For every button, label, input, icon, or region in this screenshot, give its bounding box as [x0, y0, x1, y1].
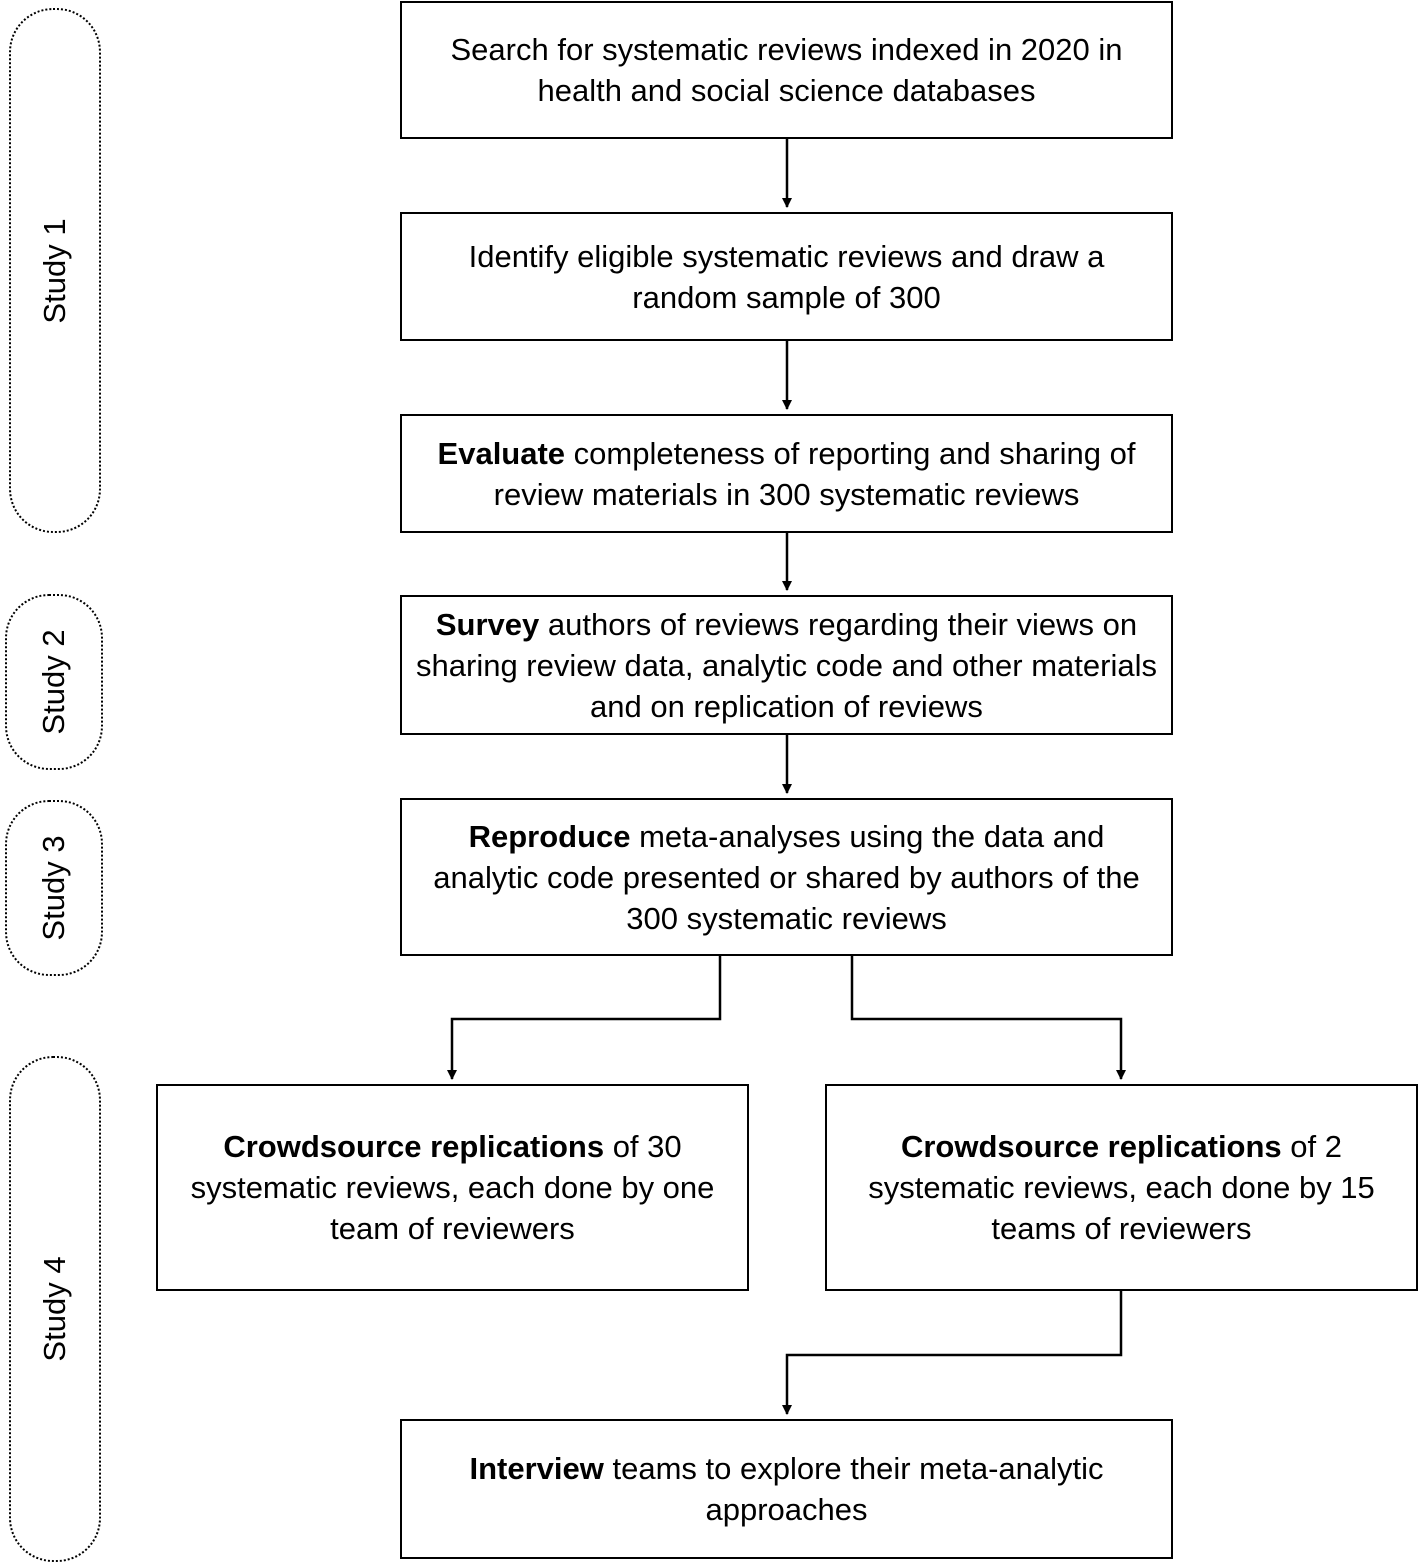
step-reproduce-bold: Reproduce: [468, 818, 631, 854]
step-survey-box: Survey authors of reviews regarding thei…: [400, 595, 1173, 735]
arrow-reproduce-to-crowd-30: [447, 955, 722, 1080]
step-search-text: Search for systematic reviews indexed in…: [450, 32, 1123, 108]
step-identify-box: Identify eligible systematic reviews and…: [400, 212, 1173, 341]
step-crowdsource-30-bold: Crowdsource replications: [223, 1129, 605, 1164]
study-4-bracket: Study 4: [9, 1056, 101, 1562]
step-search-box: Search for systematic reviews indexed in…: [400, 1, 1173, 139]
study-4-label: Study 4: [37, 1256, 72, 1362]
step-reproduce-text: meta-analyses using the data and analyti…: [433, 818, 1140, 936]
step-interview-text: teams to explore their meta-analytic app…: [603, 1451, 1104, 1527]
study-3-label: Study 3: [36, 835, 71, 941]
study-2-bracket: Study 2: [5, 594, 103, 770]
step-identify-text: Identify eligible systematic reviews and…: [468, 238, 1105, 315]
step-evaluate-box: Evaluate completeness of reporting and s…: [400, 414, 1173, 533]
step-crowdsource-2-bold: Crowdsource replications: [900, 1129, 1282, 1164]
step-evaluate-text: completeness of reporting and sharing of…: [493, 435, 1136, 512]
step-survey-text: authors of reviews regarding their views…: [416, 606, 1157, 724]
step-survey-bold: Survey: [435, 606, 540, 642]
step-crowdsource-30-text: of 30 systematic reviews, each done by o…: [190, 1129, 715, 1246]
step-reproduce-box: Reproduce meta-analyses using the data a…: [400, 798, 1173, 956]
study-3-bracket: Study 3: [5, 800, 103, 976]
step-crowdsource-2-box: Crowdsource replications of 2 systematic…: [825, 1084, 1418, 1291]
step-interview-bold: Interview: [469, 1451, 604, 1486]
step-crowdsource-2-text: of 2 systematic reviews, each done by 15…: [868, 1129, 1375, 1246]
study-2-label: Study 2: [36, 629, 71, 735]
step-interview-box: Interview teams to explore their meta-an…: [400, 1419, 1173, 1559]
arrow-crowd-2-to-interview: [782, 1290, 1123, 1415]
study-1-bracket: Study 1: [9, 8, 101, 533]
step-crowdsource-30-box: Crowdsource replications of 30 systemati…: [156, 1084, 749, 1291]
arrow-reproduce-to-crowd-2: [850, 955, 1126, 1080]
step-evaluate-bold: Evaluate: [437, 435, 566, 471]
study-1-label: Study 1: [37, 217, 72, 324]
